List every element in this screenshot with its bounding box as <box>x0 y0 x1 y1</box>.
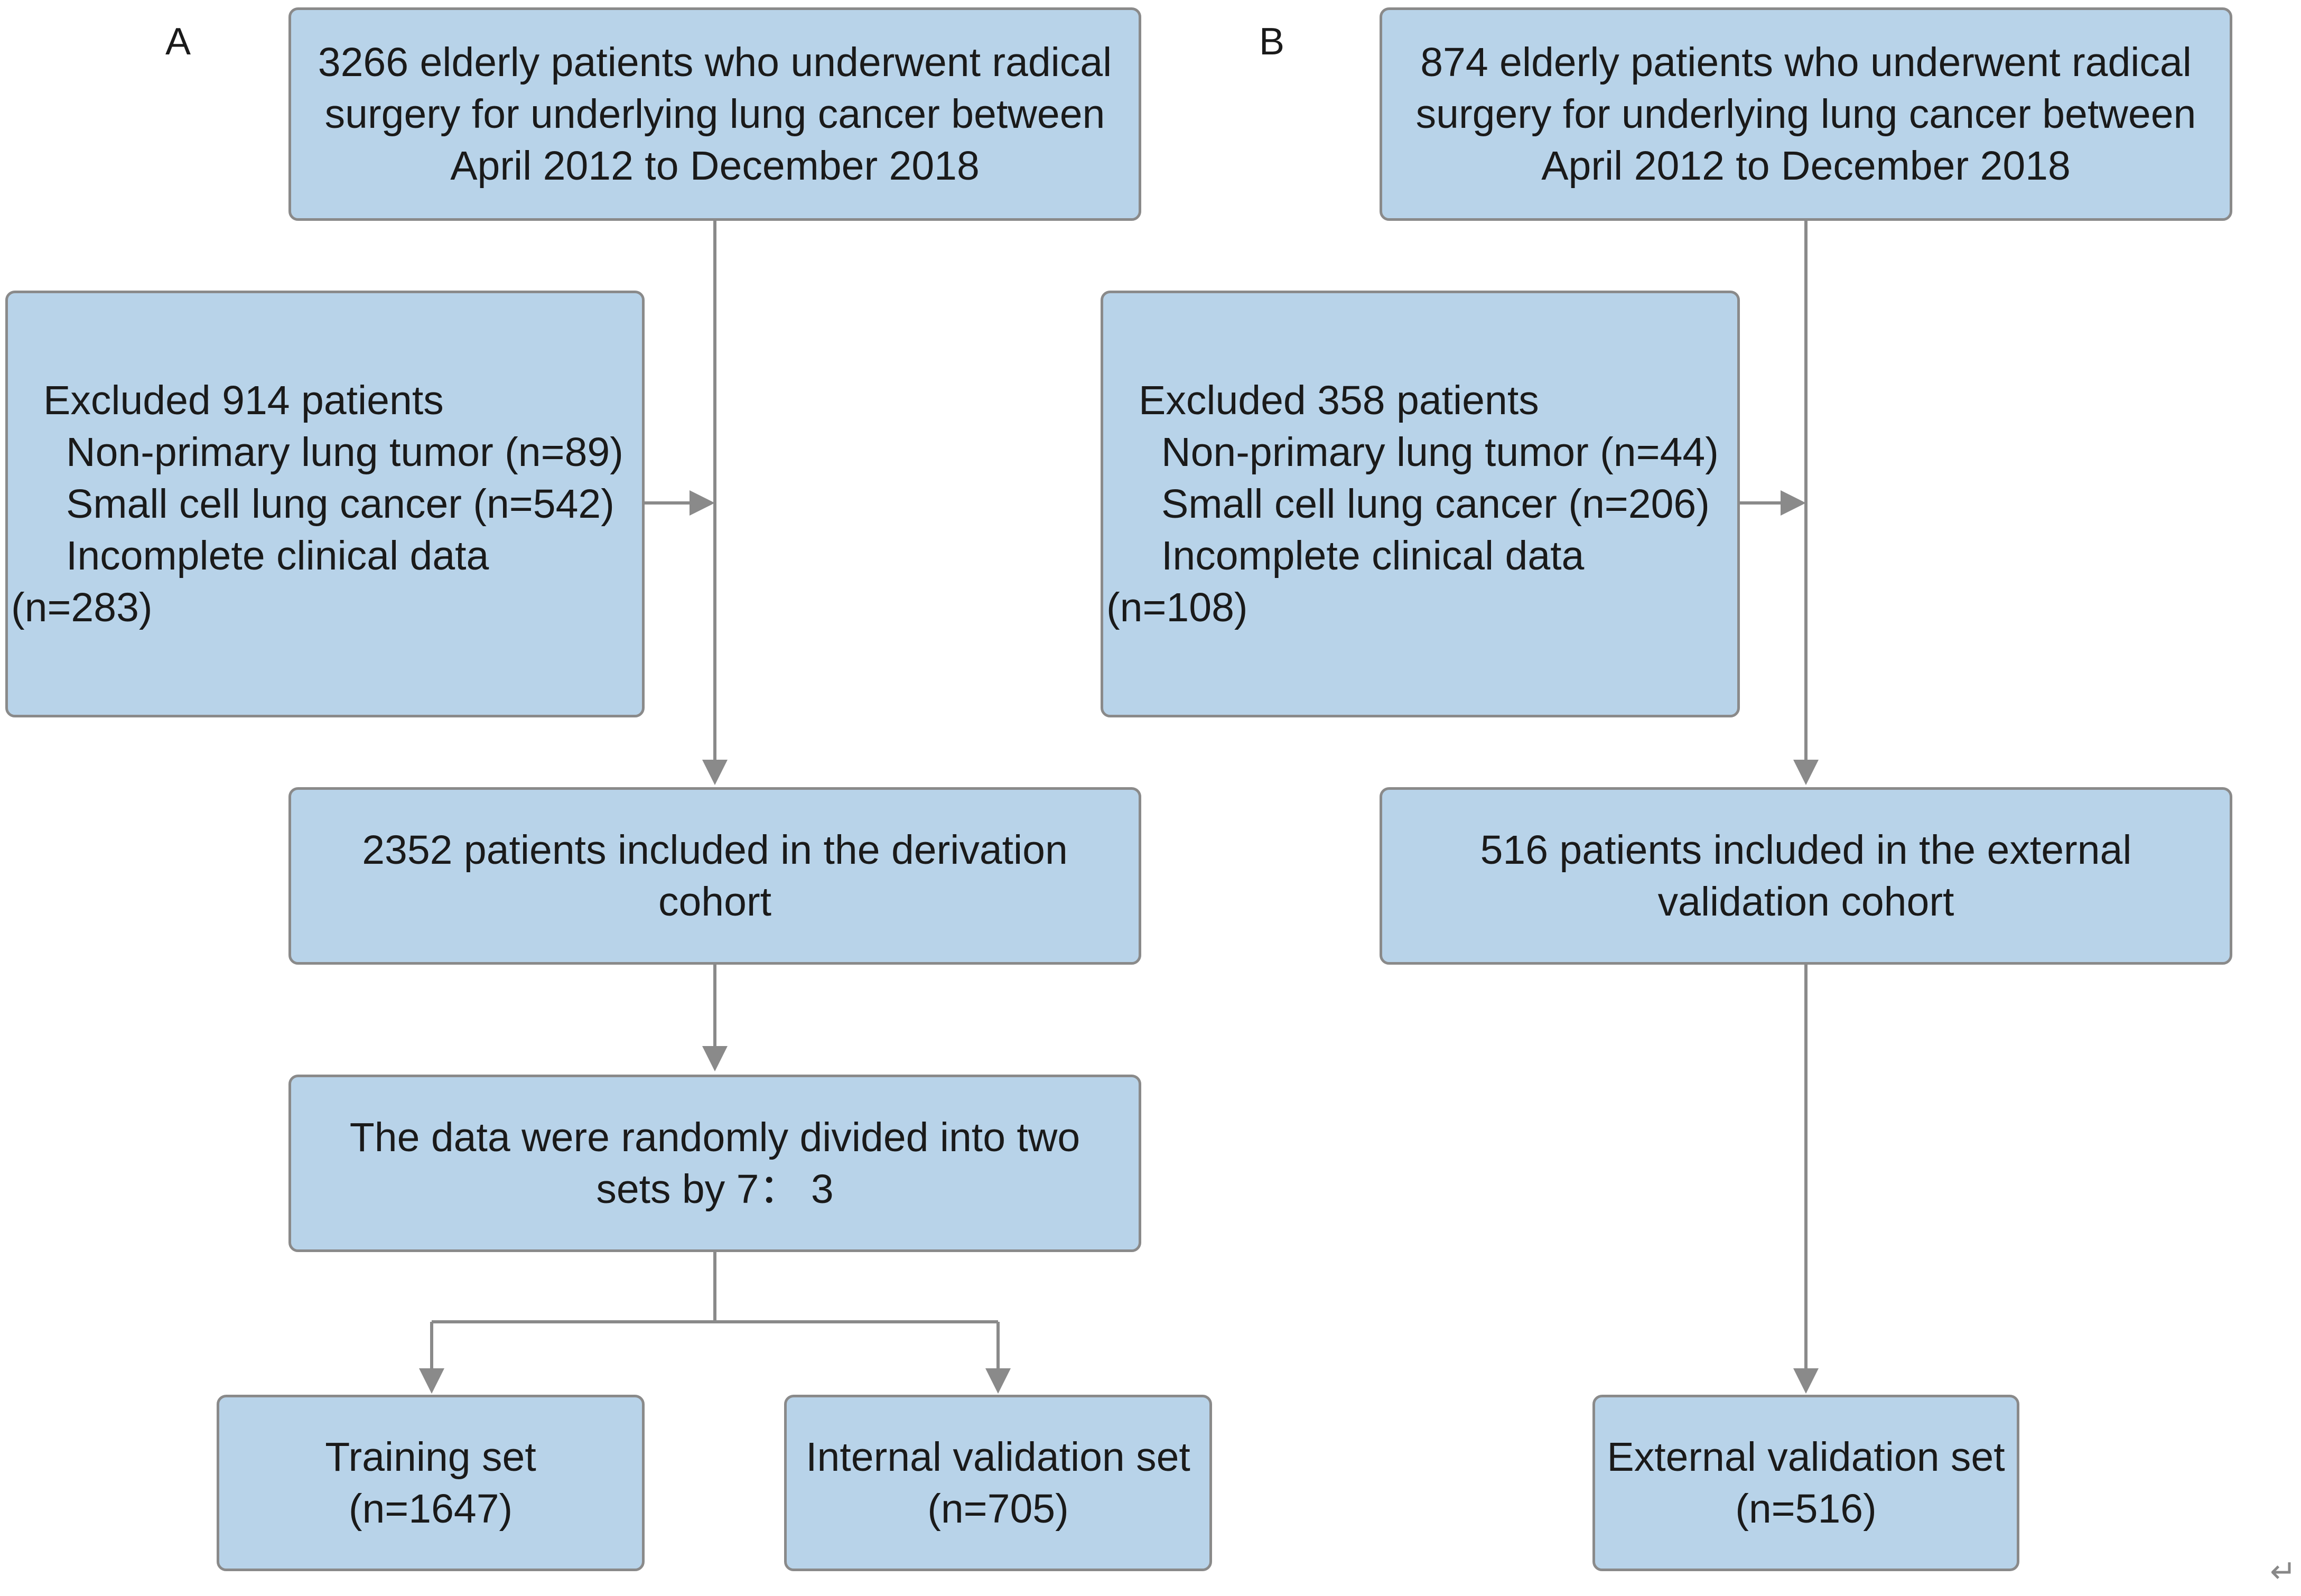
a-top-line-3: April 2012 to December 2018 <box>450 143 980 189</box>
b-excluded-item: Incomplete clinical data <box>1161 533 1585 578</box>
a-excluded-item: Incomplete clinical data <box>66 533 489 578</box>
a-top-line-1: 3266 elderly patients who underwent radi… <box>318 40 1112 85</box>
b-excluded-item: Small cell lung cancer (n=206) <box>1161 481 1710 527</box>
b-external-label: External validation set <box>1607 1434 2005 1480</box>
b-excluded-title: Excluded 358 patients <box>1139 378 1539 423</box>
a-internal-count: (n=705) <box>927 1486 1069 1532</box>
a-top-box: 3266 elderly patients who underwent radi… <box>288 7 1141 221</box>
a-top-line-2: surgery for underlying lung cancer betwe… <box>324 91 1105 137</box>
b-included-box: 516 patients included in the external va… <box>1380 787 2232 965</box>
a-training-label: Training set <box>325 1434 536 1480</box>
b-external-box: External validation set (n=516) <box>1592 1395 2019 1571</box>
b-included-line-2: validation cohort <box>1657 879 1954 925</box>
b-top-box: 874 elderly patients who underwent radic… <box>1380 7 2232 221</box>
a-training-count: (n=1647) <box>348 1486 513 1532</box>
a-internal-box: Internal validation set (n=705) <box>784 1395 1212 1571</box>
a-training-box: Training set (n=1647) <box>217 1395 645 1571</box>
b-excluded-box: Excluded 358 patients Non-primary lung t… <box>1101 291 1740 717</box>
connector-a-split-branch <box>432 1252 998 1323</box>
b-excluded-item: Non-primary lung tumor (n=44) <box>1161 430 1719 475</box>
a-excluded-tail: (n=283) <box>11 585 153 630</box>
a-excluded-item: Small cell lung cancer (n=542) <box>66 481 614 527</box>
a-split-box: The data were randomly divided into two … <box>288 1075 1141 1252</box>
return-mark-icon: ↵ <box>2270 1554 2297 1589</box>
a-excluded-title: Excluded 914 patients <box>43 378 444 423</box>
a-included-box: 2352 patients included in the derivation… <box>288 787 1141 965</box>
a-split-line-1: The data were randomly divided into two <box>349 1115 1080 1160</box>
b-top-line-2: surgery for underlying lung cancer betwe… <box>1415 91 2196 137</box>
panel-label-b: B <box>1259 21 1285 63</box>
b-excluded-tail: (n=108) <box>1106 585 1248 630</box>
a-excluded-item: Non-primary lung tumor (n=89) <box>66 430 623 475</box>
b-included-line-1: 516 patients included in the external <box>1480 827 2132 873</box>
b-top-line-1: 874 elderly patients who underwent radic… <box>1420 40 2192 85</box>
a-included-line-2: cohort <box>658 879 771 925</box>
a-included-line-1: 2352 patients included in the derivation <box>362 827 1068 873</box>
panel-label-a: A <box>165 21 191 63</box>
b-top-line-3: April 2012 to December 2018 <box>1541 143 2071 189</box>
a-excluded-box: Excluded 914 patients Non-primary lung t… <box>5 291 645 717</box>
b-external-count: (n=516) <box>1735 1486 1877 1532</box>
a-split-line-2: sets by 7： 3 <box>596 1166 834 1212</box>
a-internal-label: Internal validation set <box>806 1434 1190 1480</box>
